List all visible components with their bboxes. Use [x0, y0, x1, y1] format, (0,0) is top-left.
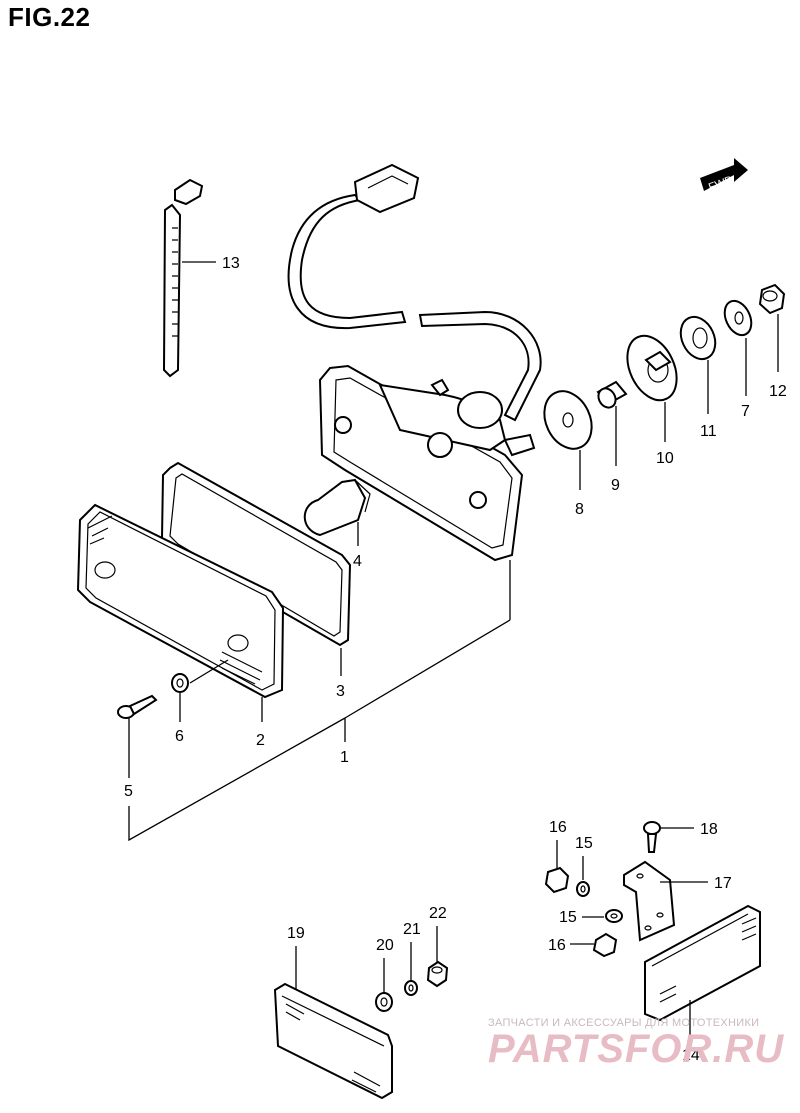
- reflector-19-part: [273, 982, 393, 1100]
- fwd-arrow-icon: FWD: [700, 158, 748, 194]
- callout-13: 13: [222, 255, 240, 272]
- callout-4: 4: [353, 553, 362, 570]
- callout-16b: 16: [548, 937, 566, 954]
- washer-20-part: [375, 992, 393, 1012]
- gasket-part: [160, 461, 352, 647]
- callout-1: 1: [340, 749, 349, 766]
- callout-22: 22: [429, 905, 447, 922]
- base-plate-part: [626, 334, 678, 402]
- washer-part: [171, 673, 189, 693]
- grommet-part: [679, 315, 717, 361]
- wiring-harness-part: [287, 163, 542, 422]
- nut-part: [758, 283, 786, 315]
- callout-19: 19: [287, 925, 305, 942]
- watermark-logo: PARTSFOR.RU: [488, 1027, 784, 1071]
- cable-tie-part: [162, 178, 204, 378]
- spacer-part: [596, 380, 628, 409]
- callout-9: 9: [611, 477, 620, 494]
- callout-15a: 15: [575, 835, 593, 852]
- bulb-part: [303, 478, 371, 537]
- reflector-14-part: [644, 904, 761, 1022]
- callout-6: 6: [175, 728, 184, 745]
- rubber-washer-part: [543, 390, 593, 450]
- lamp-housing-part: [318, 364, 536, 562]
- screw-part: [117, 694, 158, 719]
- callout-17: 17: [714, 875, 732, 892]
- bolt-18-part: [643, 821, 661, 853]
- callout-15b: 15: [559, 909, 577, 926]
- callout-10: 10: [656, 450, 674, 467]
- callout-8: 8: [575, 501, 584, 518]
- callout-20: 20: [376, 937, 394, 954]
- callout-12: 12: [769, 383, 787, 400]
- flat-washer-part: [723, 299, 753, 337]
- callout-18: 18: [700, 821, 718, 838]
- callout-5: 5: [124, 783, 133, 800]
- lens-part: [76, 503, 285, 699]
- callout-7: 7: [741, 403, 750, 420]
- callout-16a: 16: [549, 819, 567, 836]
- watermark-tagline: ЗАПЧАСТИ И АКСЕССУАРЫ ДЛЯ МОТОТЕХНИКИ: [488, 1017, 759, 1029]
- nut-22-part: [426, 960, 449, 988]
- callout-11: 11: [700, 423, 717, 440]
- callout-3: 3: [336, 683, 345, 700]
- callout-21: 21: [403, 921, 421, 938]
- nut-16-lower-part: [592, 932, 618, 958]
- nut-16-upper-part: [544, 866, 570, 894]
- callout-2: 2: [256, 732, 265, 749]
- bracket-17-part: [623, 860, 676, 942]
- washer-21-part: [404, 980, 418, 996]
- callout-14: 14: [682, 1047, 700, 1064]
- washer-15-upper-part: [576, 881, 590, 897]
- washer-15-lower-part: [605, 909, 623, 923]
- figure-title: FIG.22: [8, 2, 91, 32]
